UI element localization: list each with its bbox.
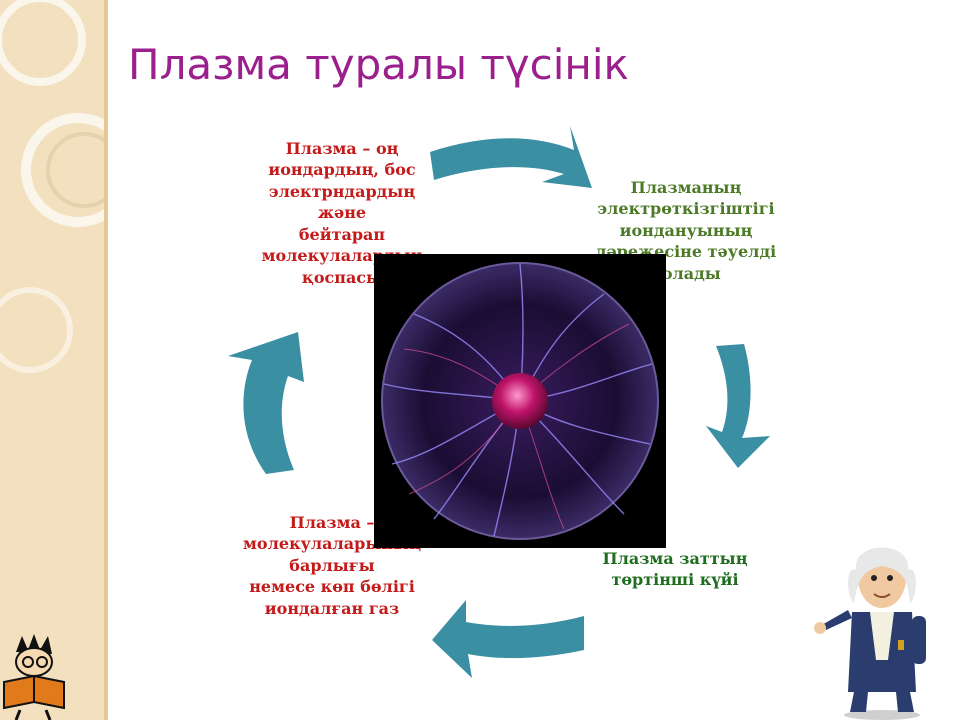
cycle-node-state: Плазма заттың төртінші күйі (580, 548, 770, 591)
node-line: электрндардың (268, 181, 416, 201)
node-line: төртінші күйі (611, 570, 739, 590)
decorative-sidebar (0, 0, 108, 720)
node-line: Плазма – (289, 513, 375, 532)
cycle-arrow-right (706, 344, 770, 468)
node-line: иондалған газ (264, 598, 400, 618)
plasma-ball-image (374, 254, 666, 548)
cycle-arrow-left (228, 332, 304, 474)
sidebar-edge (104, 0, 108, 720)
node-line: немесе көп бөлігі (249, 577, 415, 597)
node-line: қоспасы (301, 267, 383, 287)
cycle-arrow-top (430, 126, 592, 188)
cycle-arrow-bottom (432, 600, 584, 678)
node-line: болады (651, 263, 721, 283)
node-line: Плазма заттың (602, 549, 748, 568)
node-line: иондардың, бос (268, 160, 416, 180)
node-line: бейтарап (298, 224, 386, 244)
node-line: Плазманың (630, 178, 742, 197)
slide-title: Плазма туралы түсінік (128, 40, 629, 89)
node-line: барлығы (289, 555, 375, 575)
node-line: электрөткізгіштігі (597, 199, 775, 219)
node-line: Плазма – оң (285, 139, 399, 158)
node-line: иондануының (619, 220, 753, 240)
sidebar-circles-decoration (0, 0, 108, 373)
cartoon-reader-image (0, 628, 80, 721)
cartoon-scientist-image (812, 520, 952, 720)
node-line: және (317, 203, 367, 223)
